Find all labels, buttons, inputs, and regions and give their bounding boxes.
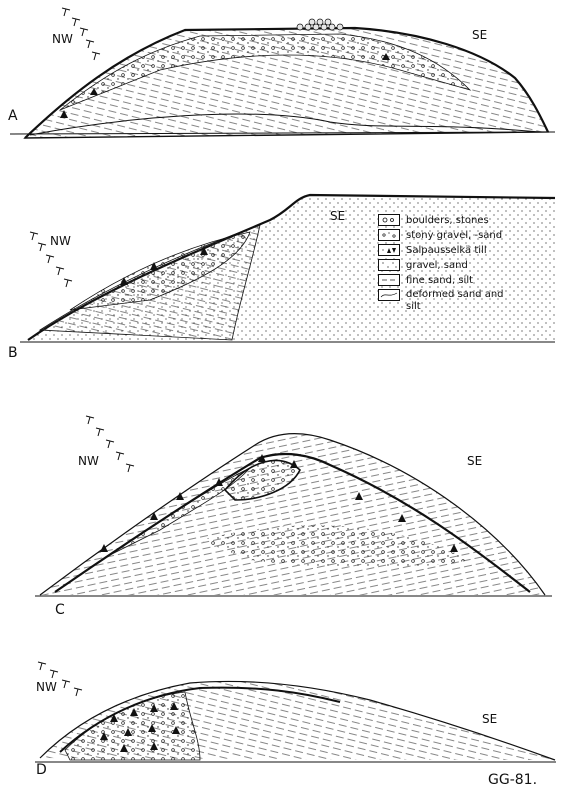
legend-item-fine-sand: fine sand, silt [378, 274, 528, 289]
legend-item-deformed: deformed sand and silt [378, 289, 528, 317]
panel-a-nw-label: NW [52, 32, 73, 46]
legend: boulders, stones stony gravel, -sand Sal… [378, 214, 528, 317]
panel-d-section [35, 662, 556, 762]
stony-gravel-swatch [378, 229, 400, 241]
panel-b-se-label: SE [330, 209, 345, 223]
panel-a-letter: A [8, 108, 18, 124]
legend-label: stony gravel, -sand [406, 229, 502, 243]
panel-c-letter: C [55, 602, 65, 618]
legend-item-stony-gravel: stony gravel, -sand [378, 229, 528, 244]
fine-sand-swatch [378, 274, 400, 286]
deformed-swatch [378, 289, 400, 301]
gravel-sand-swatch [378, 259, 400, 271]
till-swatch [378, 244, 400, 256]
legend-label: gravel, sand [406, 259, 468, 273]
legend-label: deformed sand and silt [406, 289, 516, 313]
panel-d-letter: D [36, 762, 47, 778]
panel-c-nw-label: NW [78, 454, 99, 468]
boulders-swatch [378, 214, 400, 226]
legend-item-gravel-sand: gravel, sand [378, 259, 528, 274]
panel-c-section [35, 416, 552, 596]
figure-credit: GG-81. [488, 772, 537, 788]
panel-a-se-label: SE [472, 28, 487, 42]
legend-item-till: Salpausselkä till [378, 244, 528, 259]
legend-label: Salpausselkä till [406, 244, 487, 258]
legend-label: boulders, stones [406, 214, 489, 228]
panel-b-nw-label: NW [50, 234, 71, 248]
legend-label: fine sand, silt [406, 274, 473, 288]
panel-d-se-label: SE [482, 712, 497, 726]
panel-c-se-label: SE [467, 454, 482, 468]
panel-b-letter: B [8, 345, 18, 361]
panel-d-nw-label: NW [36, 680, 57, 694]
legend-item-boulders: boulders, stones [378, 214, 528, 229]
